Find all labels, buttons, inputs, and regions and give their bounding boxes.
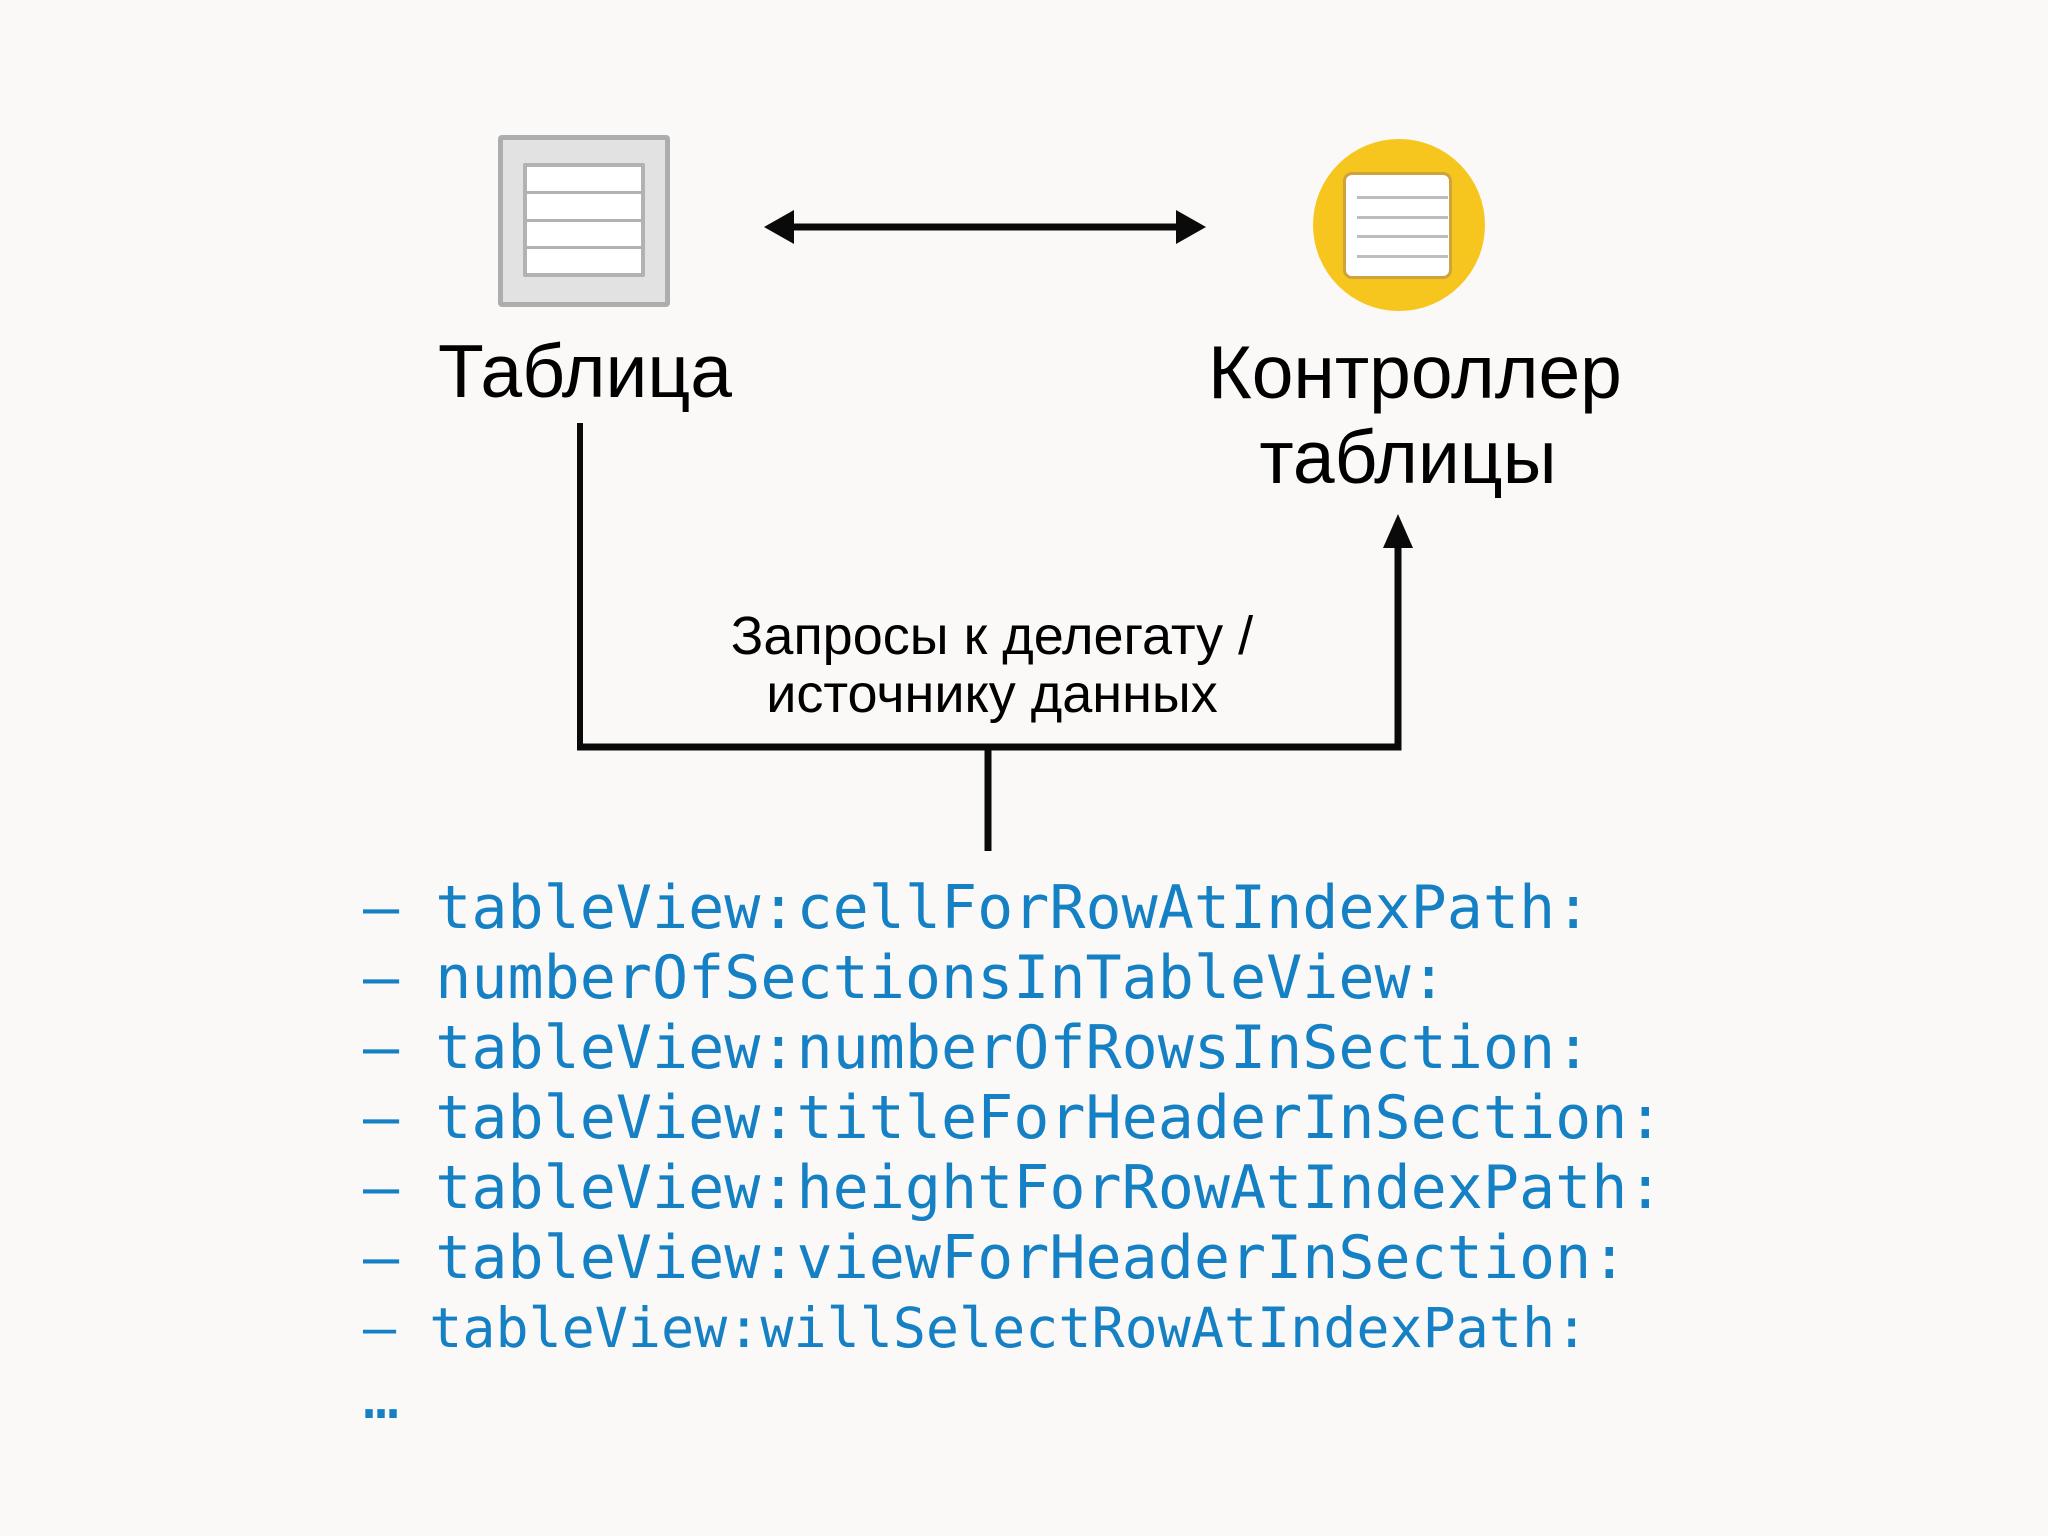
controller-label-line1: Контроллер [1208, 330, 1622, 414]
method-text: tableView:titleForHeaderInSection: [435, 1083, 1664, 1153]
method-item: — tableView:titleForHeaderInSection: [363, 1083, 1663, 1153]
method-bullet: — [363, 1083, 436, 1153]
note-line [1357, 216, 1448, 219]
method-bullet: — [363, 943, 436, 1013]
arrowhead-left [764, 210, 794, 244]
note-line [1357, 235, 1448, 238]
method-text: tableView:viewForHeaderInSection: [435, 1223, 1628, 1293]
method-bullet: — [363, 873, 436, 943]
note-line [1357, 255, 1448, 258]
method-bullet: – [363, 1296, 430, 1360]
table-row [527, 248, 641, 273]
delegate-requests-line1: Запросы к делегату / [730, 606, 1254, 666]
method-item: … [363, 1363, 1663, 1433]
arrowhead-right [1176, 210, 1206, 244]
method-item: — tableView:numberOfRowsInSection: [363, 1013, 1663, 1083]
method-text: … [363, 1363, 400, 1433]
table-row [527, 167, 641, 192]
note-line [1357, 196, 1448, 199]
table-icon [498, 135, 670, 307]
method-bullet: — [363, 1153, 436, 1223]
arrowhead-up [1383, 514, 1413, 548]
controller-node-label: Контроллер таблицы [1208, 330, 1622, 500]
table-row [527, 221, 641, 246]
controller-label-line2: таблицы [1259, 415, 1557, 499]
method-bullet: — [363, 1223, 436, 1293]
note-lines-icon [1343, 172, 1452, 279]
method-bullet: — [363, 1013, 436, 1083]
method-text: tableView:cellForRowAtIndexPath: [435, 873, 1592, 943]
delegate-requests-label: Запросы к делегату / источнику данных [692, 607, 1292, 723]
method-text: numberOfSectionsInTableView: [435, 943, 1447, 1013]
controller-icon [1313, 139, 1485, 311]
method-item: – tableView:willSelectRowAtIndexPath: [363, 1293, 1663, 1363]
method-text: tableView:heightForRowAtIndexPath: [435, 1153, 1664, 1223]
method-text: tableView:willSelectRowAtIndexPath: [429, 1296, 1589, 1360]
table-node-label: Таблица [437, 329, 733, 413]
method-text: tableView:numberOfRowsInSection: [435, 1013, 1592, 1083]
method-item: — numberOfSectionsInTableView: [363, 943, 1663, 1013]
method-item: — tableView:cellForRowAtIndexPath: [363, 873, 1663, 943]
table-row [527, 194, 641, 219]
method-item: — tableView:viewForHeaderInSection: [363, 1223, 1663, 1293]
method-list: — tableView:cellForRowAtIndexPath:— numb… [363, 873, 1663, 1433]
method-item: — tableView:heightForRowAtIndexPath: [363, 1153, 1663, 1223]
table-rows-icon [523, 163, 645, 277]
delegate-requests-line2: источнику данных [766, 664, 1218, 724]
